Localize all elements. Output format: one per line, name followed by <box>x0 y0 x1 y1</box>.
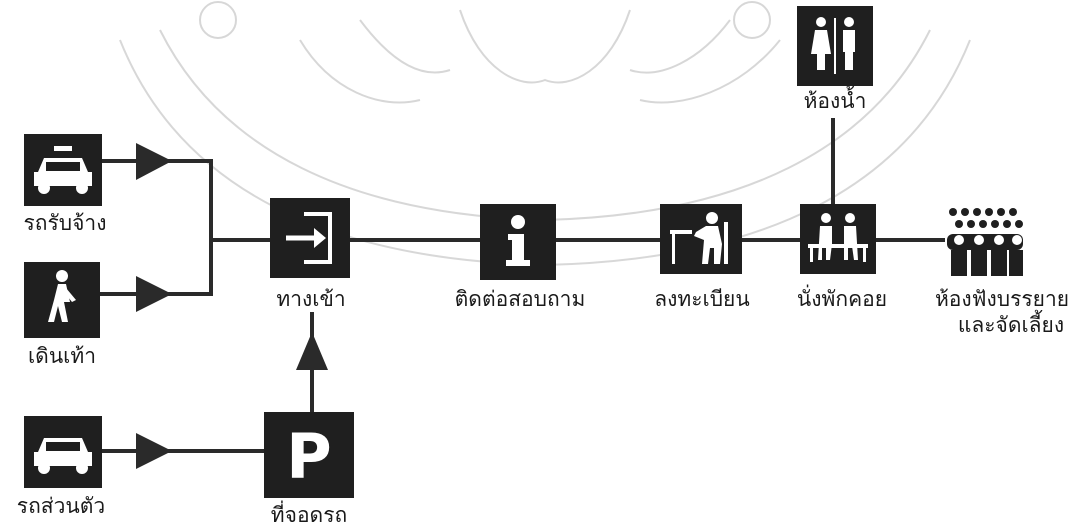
restroom-icon <box>797 6 873 86</box>
parking-icon: P <box>264 412 354 498</box>
taxi-label: รถรับจ้าง <box>23 211 107 235</box>
svg-text:P: P <box>286 420 331 493</box>
lecture-hall-label-line1: ห้องฟังบรรยาย <box>934 287 1070 311</box>
lecture-hall-label: ห้องฟังบรรยาย และจัดเลี้ยง <box>918 286 1086 338</box>
pedestrian-icon <box>24 262 100 338</box>
parking-label: ที่จอดรถ <box>270 503 348 527</box>
entrance-label: ทางเข้า <box>276 287 346 311</box>
entrance-arrow-icon <box>270 198 350 278</box>
taxi-icon <box>24 134 102 206</box>
lecture-hall-label-line2: และจัดเลี้ยง <box>957 313 1065 337</box>
restroom-label: ห้องน้ำ <box>803 89 867 113</box>
walk-label: เดินเท้า <box>28 344 96 368</box>
arrowhead <box>136 143 172 180</box>
car-icon <box>24 416 102 488</box>
registration-desk-icon <box>660 204 742 274</box>
lounge-label: นั่งพักคอย <box>796 287 888 311</box>
information-icon <box>480 204 556 280</box>
arrowhead <box>296 332 328 370</box>
private-car-label: รถส่วนตัว <box>16 494 106 518</box>
registration-label: ลงทะเบียน <box>654 287 750 311</box>
arrowhead <box>136 433 172 469</box>
waiting-bench-icon <box>800 204 876 274</box>
audience-icon <box>945 204 1025 280</box>
arrowhead <box>136 276 172 312</box>
information-label: ติดต่อสอบถาม <box>454 287 586 311</box>
